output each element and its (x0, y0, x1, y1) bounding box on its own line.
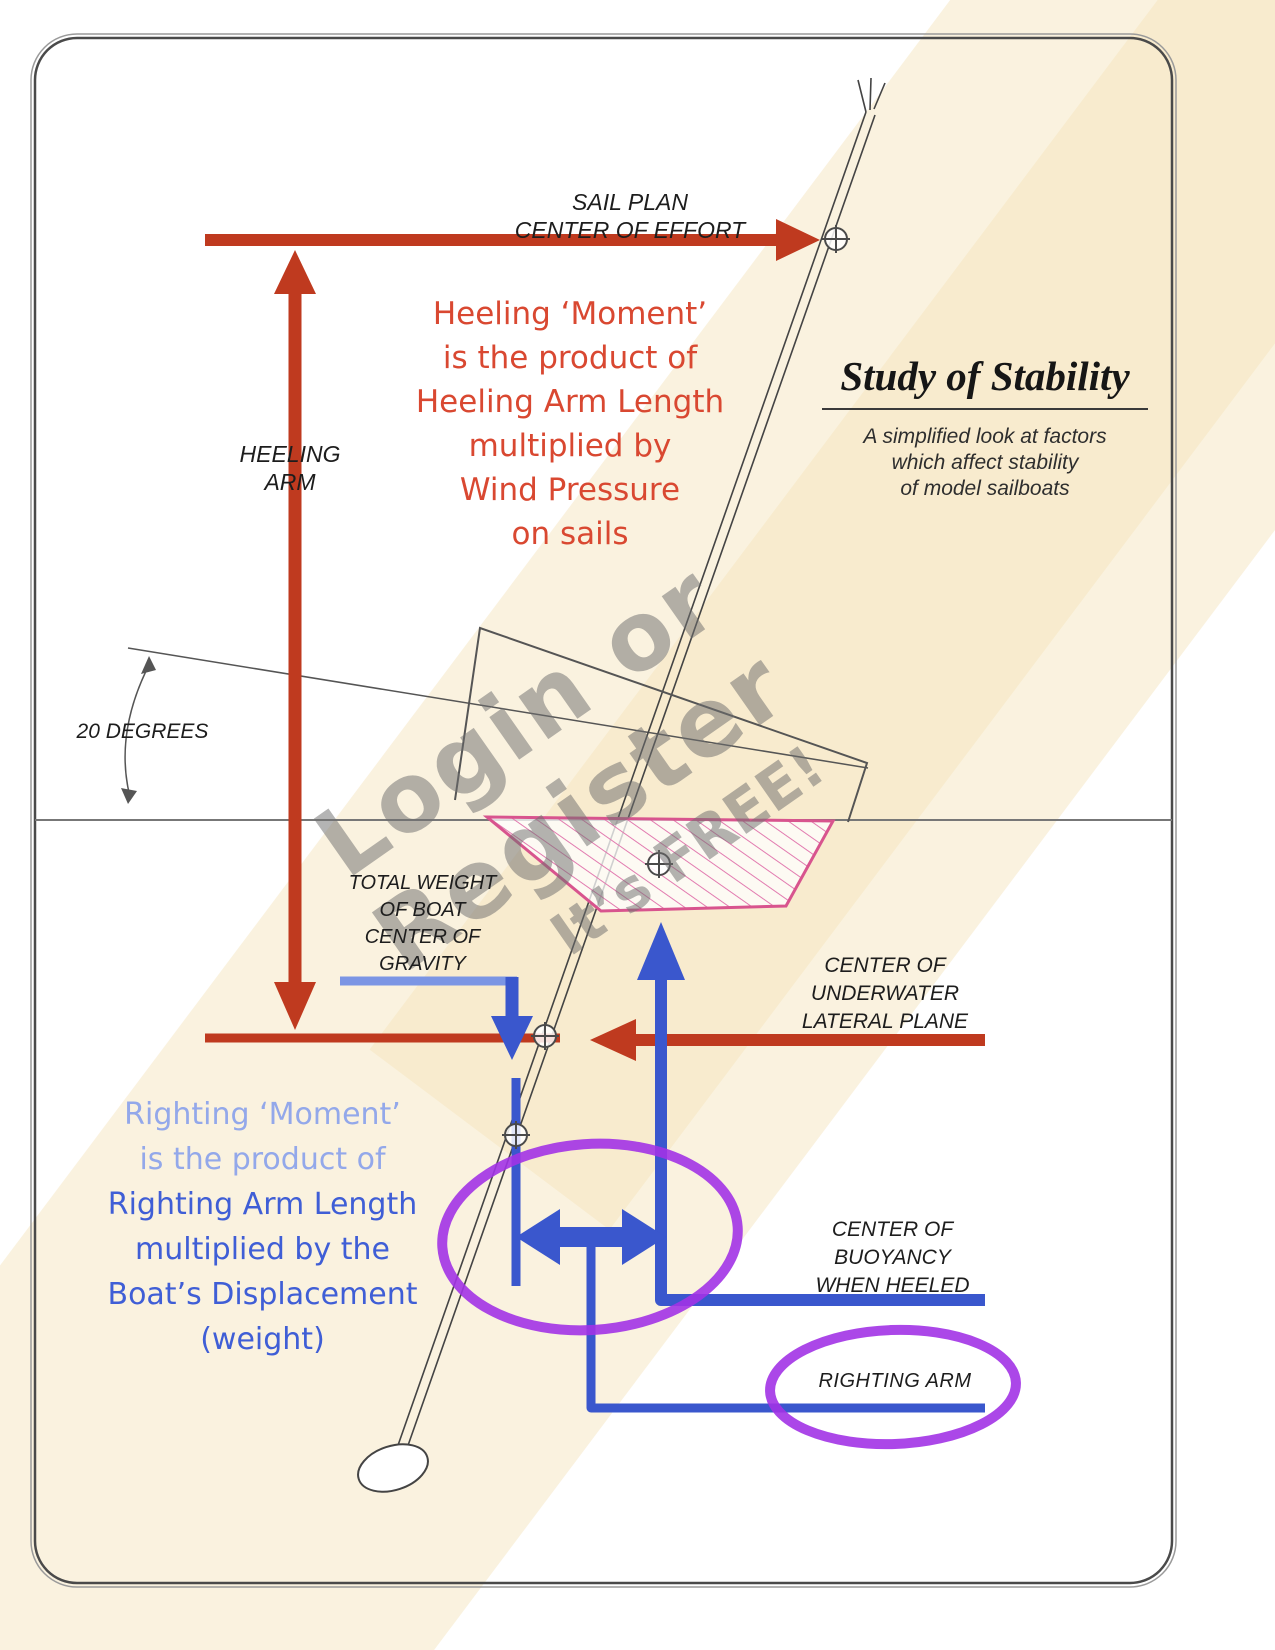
righting-moment-line1: Righting ‘Moment’ (124, 1097, 401, 1132)
lateral-plane-arrowhead (590, 1019, 636, 1061)
righting-moment-line2: is the product of (139, 1142, 386, 1177)
righting-moment-line5: Boat’s Displacement (107, 1277, 418, 1312)
buoyancy-arrowhead-up (637, 922, 685, 980)
heeling-moment-text: Heeling ‘Moment’ is the product of Heeli… (355, 292, 785, 556)
heeling-moment-line4: multiplied by (468, 428, 672, 464)
study-subtitle: A simplified look at factors which affec… (815, 424, 1155, 502)
heeling-arm-label-line1: HEELING (239, 441, 341, 467)
study-subtitle-line1: A simplified look at factors (863, 425, 1107, 448)
sail-plan-label-line2: CENTER OF EFFORT (514, 217, 746, 243)
center-symbols (502, 225, 850, 1149)
heeling-arm-label-line2: ARM (264, 469, 316, 495)
purple-highlights (437, 1138, 1021, 1450)
buoyancy-label: CENTER OF BUOYANCY WHEN HEELED (785, 1216, 1000, 1300)
center-of-effort-symbol (822, 225, 850, 253)
sail-plan-center-of-effort-label: SAIL PLAN CENTER OF EFFORT (425, 188, 835, 244)
mast-line-left (395, 111, 867, 1452)
righting-arm-arrowhead-right (622, 1209, 666, 1265)
study-subtitle-line3: of model sailboats (900, 477, 1070, 500)
study-subtitle-line2: which affect stability (891, 451, 1079, 474)
mast-lower-symbol (502, 1121, 530, 1149)
sail-plan-label-line1: SAIL PLAN (572, 189, 688, 215)
heel-angle-group (121, 647, 869, 804)
righting-moment-line3: Righting Arm Length (107, 1187, 418, 1222)
heeling-arm-arrowhead-up (274, 250, 316, 294)
heeling-arm-label: HEELING ARM (200, 440, 380, 496)
righting-arm-arrowhead-left (516, 1209, 560, 1265)
righting-moment-text: Righting ‘Moment’ is the product of Righ… (85, 1092, 440, 1362)
total-weight-label: TOTAL WEIGHT OF BOAT CENTER OF GRAVITY (330, 870, 515, 978)
degrees-label: 20 DEGREES (76, 720, 209, 743)
page-border (33, 36, 1174, 1585)
buoyancy-line2: BUOYANCY (834, 1246, 951, 1269)
blue-annotations (340, 922, 985, 1413)
underwater-plane-line3: LATERAL PLANE (801, 1010, 969, 1033)
page-border-outer (30, 33, 1177, 1588)
righting-arm-label: RIGHTING ARM (818, 1370, 972, 1392)
buoyancy-line1: CENTER OF (831, 1218, 954, 1241)
righting-moment-line6: (weight) (200, 1322, 325, 1357)
heeling-moment-line2: is the product of (442, 340, 698, 376)
masthead-prong-3 (873, 82, 886, 110)
study-title: Study of Stability (840, 353, 1130, 399)
heel-angle-line (127, 647, 869, 769)
buoyancy-line3: WHEN HEELED (815, 1274, 970, 1297)
hull-outline (454, 626, 869, 823)
total-weight-line3: CENTER OF (364, 926, 481, 948)
cream-band-upper (369, 0, 1275, 1230)
lateral-plane-symbol (531, 1022, 559, 1050)
masthead-prong-2 (869, 77, 872, 111)
buoyancy-arrow-shaft (655, 976, 985, 1306)
total-weight-line1: TOTAL WEIGHT (348, 872, 497, 894)
heeling-moment-line5: Wind Pressure (459, 472, 681, 508)
righting-arm-label-circle (765, 1324, 1021, 1450)
righting-moment-line4: multiplied by the (135, 1232, 390, 1267)
gravity-arrowhead-down (491, 1016, 533, 1060)
total-weight-line2: OF BOAT (379, 899, 466, 921)
righting-arm-circle (437, 1138, 743, 1336)
heel-angle-arc (124, 662, 151, 798)
sail-plan-arrowhead (776, 219, 820, 261)
underwater-plane-line2: UNDERWATER (810, 982, 960, 1005)
mast-group (357, 77, 886, 1493)
ballast-bulb (357, 1443, 429, 1493)
center-of-gravity-symbol (645, 850, 673, 878)
masthead-prong-1 (857, 79, 867, 113)
title-underline (822, 408, 1148, 410)
heeling-moment-line1: Heeling ‘Moment’ (432, 296, 708, 332)
mast-line-right (404, 114, 876, 1455)
underwater-plane-label: CENTER OF UNDERWATER LATERAL PLANE (755, 952, 1015, 1036)
heeling-moment-line6: on sails (511, 516, 629, 552)
righting-arm-leader-line (586, 1247, 985, 1413)
heel-angle-arrow-top (141, 656, 156, 674)
underwater-plane-line1: CENTER OF (824, 954, 946, 977)
heeling-moment-line3: Heeling Arm Length (415, 384, 725, 420)
heel-angle-arrow-bottom (121, 788, 137, 804)
red-annotations (205, 219, 985, 1061)
total-weight-line4: GRAVITY (379, 953, 466, 975)
heeling-arm-arrowhead-down (274, 982, 316, 1030)
